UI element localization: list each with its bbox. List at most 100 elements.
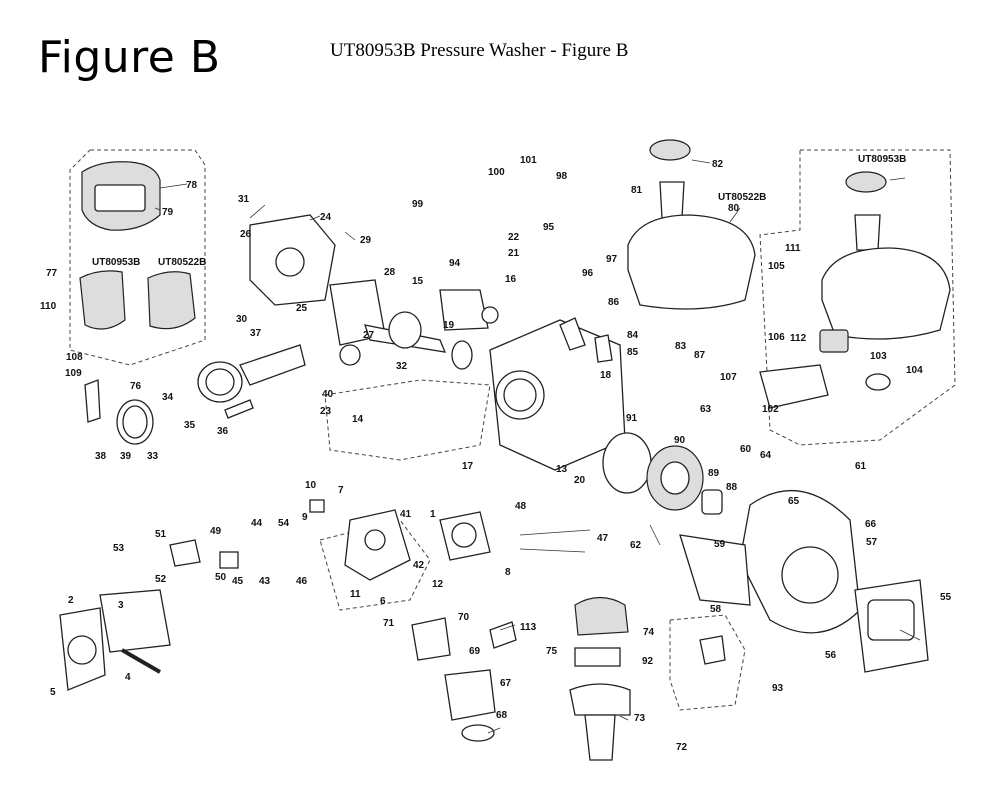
part-label: 68: [496, 710, 508, 721]
part-label: 88: [726, 482, 738, 493]
part-label: 81: [631, 185, 643, 196]
part-label: 112: [790, 333, 807, 344]
part-label: 100: [488, 167, 505, 178]
part-label: 46: [296, 576, 308, 587]
group-outlines: [69, 149, 956, 711]
part-label: 7: [338, 485, 344, 496]
part-label: 75: [546, 646, 558, 657]
part-label: 96: [582, 268, 594, 279]
part-label: 63: [700, 404, 712, 415]
part-label: 27: [363, 330, 375, 341]
part-label: 102: [762, 404, 779, 415]
part-label: 54: [278, 518, 290, 529]
part-label: 19: [443, 320, 455, 331]
part-label: 45: [232, 576, 244, 587]
part-label: 94: [449, 258, 461, 269]
part-label: 47: [597, 533, 609, 544]
part-label: 106: [768, 332, 785, 343]
fuel-tanks: [627, 139, 951, 409]
part-label: 15: [412, 276, 424, 287]
part-label: 34: [162, 392, 174, 403]
part-label: 57: [866, 537, 878, 548]
part-label: 74: [643, 627, 655, 638]
part-label: 103: [870, 351, 887, 362]
part-label: 104: [906, 365, 923, 376]
cylinder-head: [309, 499, 591, 581]
part-label: 10: [305, 480, 317, 491]
part-label: 97: [606, 254, 618, 265]
figure-caption: UT80953B Pressure Washer - Figure B: [330, 40, 629, 61]
part-label: 1: [430, 509, 436, 520]
part-label: 32: [396, 361, 408, 372]
part-label: 70: [458, 612, 470, 623]
part-label: 67: [500, 678, 512, 689]
part-label: 92: [642, 656, 654, 667]
part-label: 91: [626, 413, 638, 424]
part-label: 53: [113, 543, 125, 554]
part-label: 35: [184, 420, 196, 431]
part-label: 89: [708, 468, 720, 479]
part-label: 12: [432, 579, 444, 590]
part-label: 9: [302, 512, 308, 523]
part-label: 101: [520, 155, 537, 166]
part-label: 49: [210, 526, 222, 537]
part-label: 56: [825, 650, 837, 661]
crankcase-group: [197, 214, 473, 419]
part-label: 66: [865, 519, 877, 530]
part-label: 65: [788, 496, 800, 507]
part-label: 60: [740, 444, 752, 455]
part-label: 30: [236, 314, 248, 325]
part-label: 33: [147, 451, 159, 462]
part-label: 43: [259, 576, 271, 587]
part-label: 20: [574, 475, 586, 486]
part-label: 84: [627, 330, 639, 341]
variant-labels: UT80953B UT80522B UT80522B UT80953B: [92, 154, 906, 268]
carburetor-airfilter: [411, 596, 726, 761]
part-label: 2: [68, 595, 74, 606]
part-label: 21: [508, 248, 520, 259]
part-label: 58: [710, 604, 722, 615]
part-label: 26: [240, 229, 252, 240]
figure-heading: Figure B: [38, 32, 221, 83]
part-label: 41: [400, 509, 412, 520]
part-label: 80: [728, 203, 740, 214]
part-label: 87: [694, 350, 706, 361]
part-label: 22: [508, 232, 520, 243]
part-label: 48: [515, 501, 527, 512]
part-label: 90: [674, 435, 686, 446]
part-label: 64: [760, 450, 772, 461]
part-label: 51: [155, 529, 167, 540]
part-label: 111: [785, 243, 801, 254]
part-label: 59: [714, 539, 726, 550]
part-label: 79: [162, 207, 174, 218]
lower-left-parts: [59, 539, 239, 691]
variant-label-left-a: UT80953B: [92, 257, 140, 268]
part-label: 24: [320, 212, 332, 223]
part-label: 37: [250, 328, 262, 339]
part-label: 62: [630, 540, 642, 551]
part-label: 4: [125, 672, 131, 683]
part-label: 52: [155, 574, 167, 585]
part-label: 38: [95, 451, 107, 462]
part-label: 73: [634, 713, 646, 724]
part-label: 55: [940, 592, 952, 603]
part-label: 93: [772, 683, 784, 694]
part-label: 110: [40, 301, 57, 312]
part-label: 109: [65, 368, 82, 379]
part-label: 95: [543, 222, 555, 233]
part-label: 42: [413, 560, 425, 571]
part-label: 18: [600, 370, 612, 381]
engine-covers: [79, 161, 196, 445]
part-label: 29: [360, 235, 372, 246]
part-number-labels: 1 2 3 4 5 6 7 8 9 10 11 12 13 14 15 16 1…: [40, 155, 952, 753]
part-label: 85: [627, 347, 639, 358]
part-label: 11: [350, 589, 361, 600]
part-label: 40: [322, 389, 334, 400]
variant-label-tank-center: UT80522B: [718, 192, 766, 203]
part-label: 31: [238, 194, 250, 205]
leader-lines: [154, 159, 921, 734]
part-label: 14: [352, 414, 364, 425]
part-label: 44: [251, 518, 263, 529]
flywheel-starter: [602, 432, 929, 673]
